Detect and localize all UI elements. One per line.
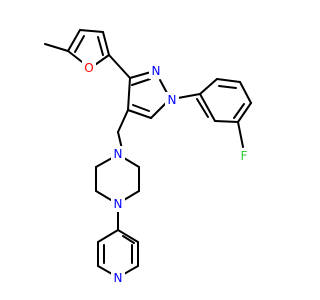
atom-label-n4: N (114, 197, 123, 211)
bond (239, 81, 252, 104)
bond (214, 120, 239, 123)
bond (123, 190, 140, 201)
molecule-structure: O N N N N N F (44, 29, 252, 286)
bond (199, 93, 216, 122)
bond (177, 93, 201, 99)
bond (131, 78, 151, 86)
bond (127, 109, 152, 119)
molecule-diagram: O N N N N N F (44, 29, 252, 286)
bonds (44, 29, 252, 275)
bond (79, 29, 104, 33)
bond (97, 229, 119, 243)
atom-label-n3: N (114, 147, 123, 161)
bond (44, 43, 69, 52)
bond (117, 229, 139, 243)
fluorine-atom: F (237, 148, 251, 164)
bond (127, 77, 131, 111)
nitrogen-atom: N (149, 63, 163, 79)
oxygen-atom: O (82, 60, 96, 76)
bond (159, 79, 168, 94)
bond (122, 235, 135, 244)
nitrogen-atom: N (111, 146, 125, 162)
bond (123, 157, 140, 168)
bond (97, 36, 104, 56)
bond (108, 54, 131, 79)
bond (117, 109, 129, 133)
nitrogen-atom: N (111, 270, 125, 286)
bond (123, 265, 139, 275)
atom-label-n5: N (114, 271, 123, 285)
bond (196, 98, 209, 118)
bond (199, 78, 218, 95)
bond (216, 78, 241, 83)
atom-label-n1: N (152, 64, 161, 78)
bond (129, 71, 152, 79)
bond (95, 190, 112, 201)
bond (97, 265, 113, 275)
bond (237, 121, 244, 148)
atom-label-f1: F (241, 149, 248, 163)
bond (218, 85, 237, 89)
nitrogen-atom: N (165, 92, 179, 108)
nitrogen-atom: N (111, 196, 125, 212)
bond (132, 104, 150, 112)
atom-label-o1: O (84, 61, 93, 75)
bond (233, 103, 245, 119)
bond (150, 102, 167, 119)
atom-labels: O N N N N N F (82, 60, 251, 286)
bond (74, 35, 85, 53)
bond (102, 31, 110, 56)
bond (67, 29, 81, 52)
bond (95, 157, 113, 168)
bond (237, 102, 252, 123)
atom-label-n2: N (168, 93, 177, 107)
